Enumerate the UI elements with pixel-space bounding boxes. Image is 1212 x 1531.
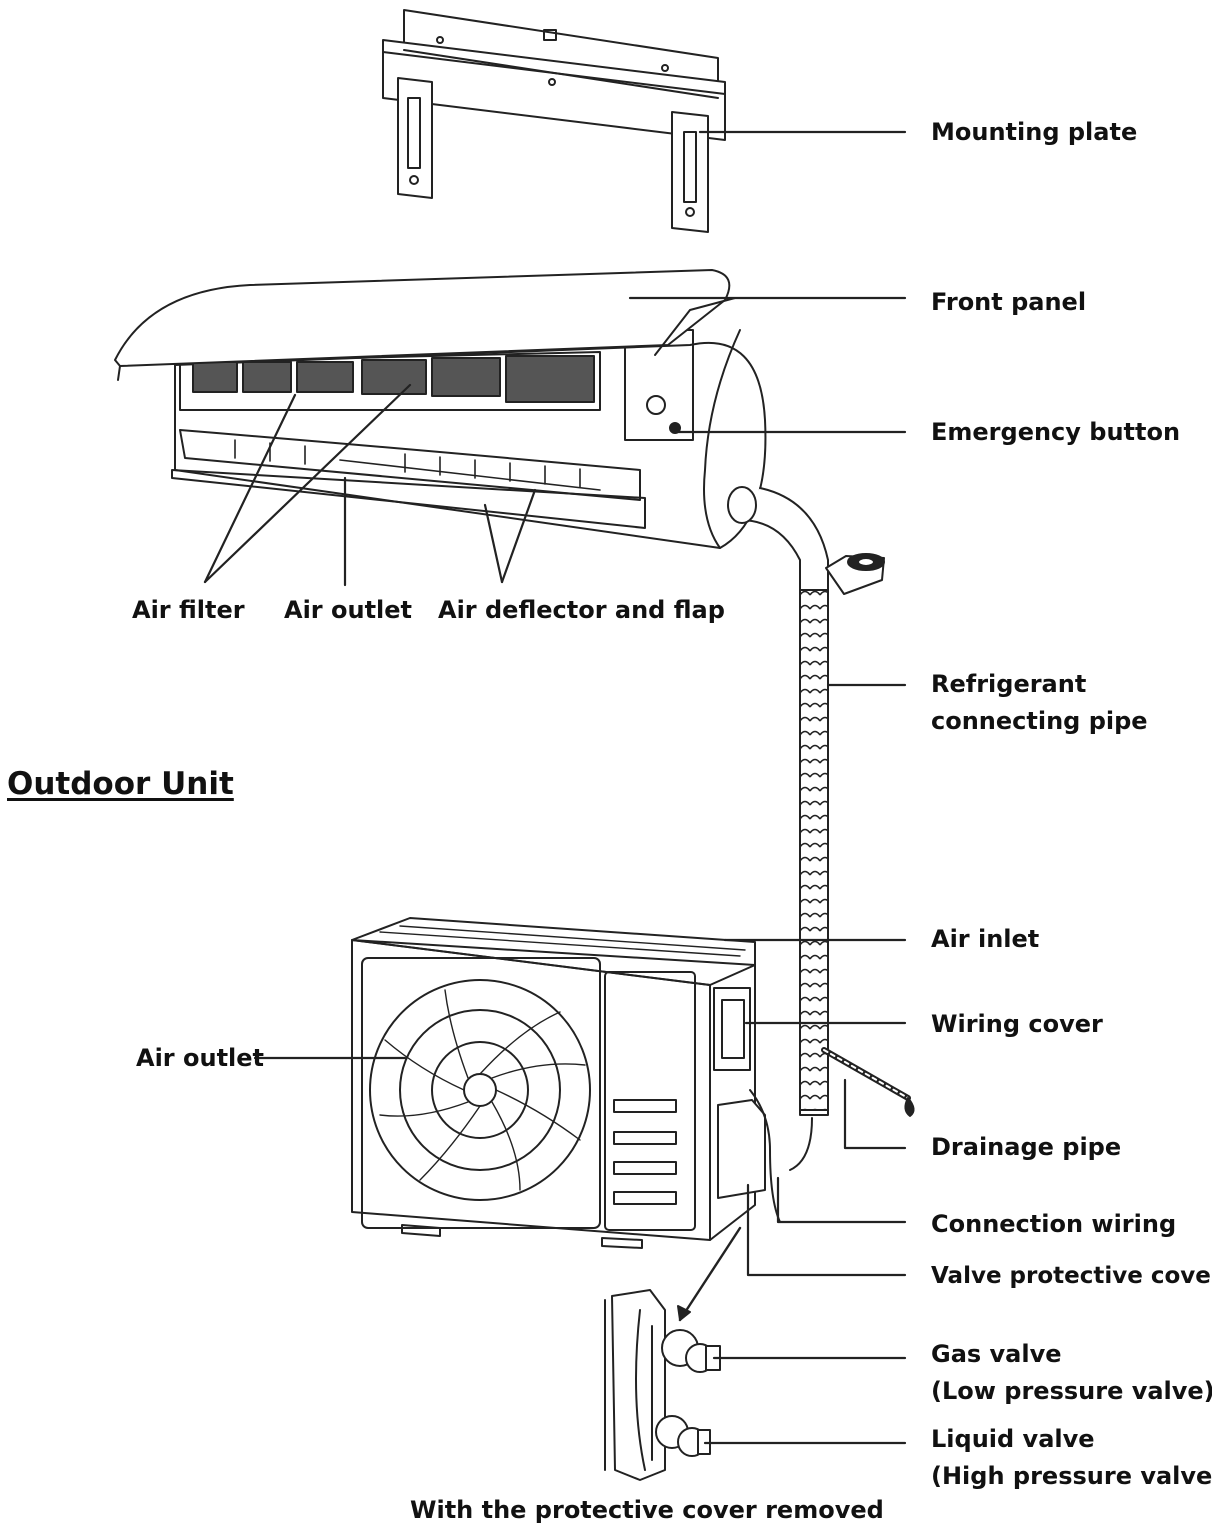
label-refrigerant-line-2: connecting pipe: [931, 707, 1148, 735]
label-connection-wiring: Connection wiring: [931, 1210, 1177, 1238]
mounting-plate-drawing: [382, 9, 726, 233]
outdoor-unit-drawing: [351, 917, 813, 1249]
indoor-unit-drawing: [114, 269, 767, 549]
valve-detail-drawing: [604, 1226, 742, 1481]
label-air-outlet-indoor: Air outlet: [284, 596, 413, 624]
outdoor-unit-title: Outdoor Unit: [7, 766, 234, 802]
label-refrigerant-line-1: Refrigerant: [931, 670, 1087, 698]
label-gas-valve-line-2: (Low pressure valve): [931, 1377, 1212, 1405]
caption-protective-cover-removed: With the protective cover removed: [410, 1496, 884, 1524]
label-gas-valve: Gas valve (Low pressure valve): [931, 1336, 1212, 1410]
label-emergency-button: Emergency button: [931, 418, 1181, 446]
label-air-filter: Air filter: [132, 596, 245, 624]
label-drainage-pipe: Drainage pipe: [931, 1133, 1122, 1161]
label-mounting-plate: Mounting plate: [931, 118, 1138, 146]
label-valve-protective-cover: Valve protective cover: [931, 1263, 1212, 1289]
label-air-outlet-outdoor: Air outlet: [136, 1044, 265, 1072]
leader-lines: [203, 130, 907, 1445]
label-front-panel: Front panel: [931, 288, 1087, 316]
label-liquid-valve: Liquid valve (High pressure valve): [931, 1421, 1212, 1495]
label-gas-valve-line-1: Gas valve: [931, 1340, 1062, 1368]
label-air-inlet: Air inlet: [931, 925, 1040, 953]
label-liquid-valve-line-1: Liquid valve: [931, 1425, 1095, 1453]
label-wiring-cover: Wiring cover: [931, 1010, 1103, 1038]
label-air-deflector: Air deflector and flap: [438, 596, 725, 624]
label-liquid-valve-line-2: (High pressure valve): [931, 1462, 1212, 1490]
label-refrigerant-pipe: Refrigerant connecting pipe: [931, 666, 1148, 740]
